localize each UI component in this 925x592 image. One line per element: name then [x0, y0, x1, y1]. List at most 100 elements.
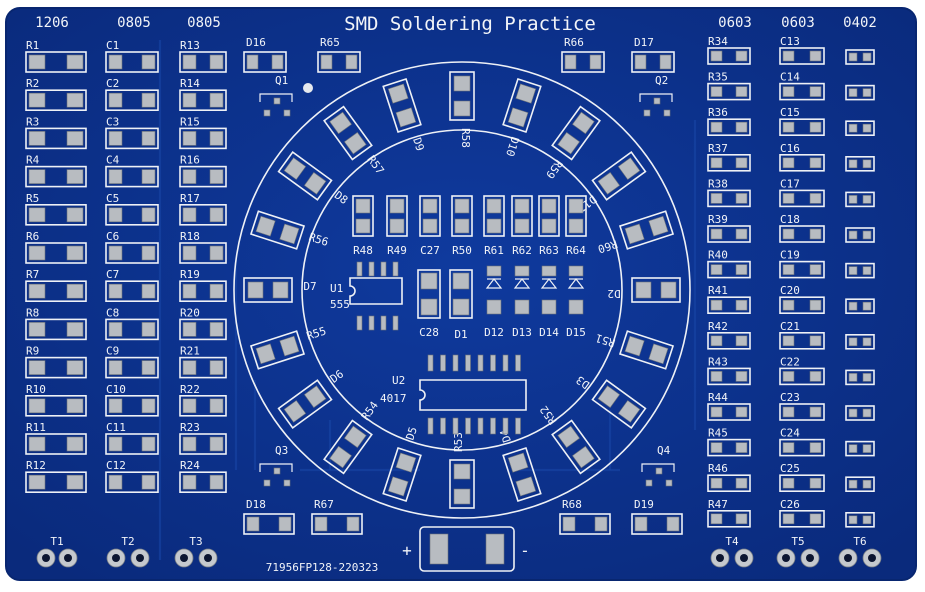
- ref-c12: C12: [106, 459, 126, 472]
- footprint-r66-outline: [561, 51, 605, 73]
- footprint-r18: [179, 242, 227, 264]
- footprint-r34: [707, 47, 751, 65]
- ic-u1-pin: [356, 261, 363, 277]
- ref-c8: C8: [106, 306, 119, 319]
- ring-part-d6: [277, 379, 333, 429]
- ring-part-outline: [277, 151, 333, 201]
- footprint-r15-pad-1: [182, 131, 197, 146]
- ring-part-pad-2: [507, 452, 529, 473]
- ring-part-r60: [618, 210, 675, 250]
- ref-c23: C23: [780, 391, 800, 404]
- footprint-0402-11-outline: [845, 405, 875, 421]
- footprint-r43-outline: [707, 367, 751, 386]
- ref-d13: D13: [512, 326, 532, 339]
- footprint-c25-pad-2: [809, 477, 822, 489]
- ic-u2-pin: [427, 417, 434, 435]
- footprint-c19-outline: [779, 260, 825, 279]
- ref-r35: R35: [708, 71, 728, 84]
- ic-u1-pin: [380, 261, 387, 277]
- footprint-r16-outline: [179, 165, 227, 188]
- footprint-c24: [779, 438, 825, 457]
- ring-part-outline: [449, 71, 475, 121]
- footprint-r39: [707, 225, 751, 243]
- footprint-0402-1: [845, 49, 875, 65]
- footprint-0402-10-pad-1: [848, 373, 858, 382]
- footprint-r45: [707, 438, 751, 457]
- footprint-c5-pad-1: [108, 207, 123, 223]
- footprint-r22-pad-1: [182, 398, 197, 414]
- footprint-c3-outline: [105, 127, 159, 150]
- ring-part-outline: [591, 151, 647, 201]
- board-serial: 71956FP128-220323: [266, 561, 379, 574]
- footprint-r46-pad-1: [710, 477, 723, 489]
- ref-r10: R10: [26, 383, 46, 396]
- ref-c15: C15: [780, 106, 800, 119]
- ref-r16: R16: [180, 154, 200, 167]
- footprint-r47-pad-2: [735, 513, 748, 525]
- footprint-c6-pad-2: [141, 245, 156, 261]
- footprint-r38: [707, 189, 751, 208]
- q-pad: [283, 479, 291, 487]
- ref-r20: R20: [180, 306, 200, 319]
- footprint-r24: [179, 471, 227, 494]
- diode-pad: [514, 265, 530, 277]
- footprint-c26-pad-2: [809, 513, 822, 525]
- footprint-r49: [386, 195, 408, 237]
- footprint-c16-pad-1: [782, 157, 795, 169]
- footprint-r1-pad-1: [28, 54, 46, 70]
- column-header: 0805: [187, 15, 221, 31]
- footprint-d19-pad-1: [634, 516, 648, 532]
- footprint-0402-12: [845, 440, 875, 457]
- q-pad: [263, 479, 271, 487]
- footprint-r20: [179, 318, 227, 341]
- ring-part-pad-1: [572, 445, 595, 469]
- footprint-r64-pad-1: [568, 198, 584, 214]
- q-outline: [259, 463, 293, 472]
- footprint-r66: [561, 51, 605, 73]
- ref-r21: R21: [180, 345, 200, 358]
- ref-r36: R36: [708, 106, 728, 119]
- footprint-r48-pad-1: [355, 198, 371, 214]
- footprint-d16-pad-2: [271, 54, 284, 70]
- footprint-c20: [779, 296, 825, 315]
- footprint-r47: [707, 509, 751, 528]
- footprint-0402-8-outline: [845, 298, 875, 315]
- footprint-d19: [631, 513, 683, 535]
- fiducial-dot: [303, 83, 313, 93]
- footprint-c8-pad-2: [141, 322, 156, 337]
- footprint-r48-pad-2: [355, 218, 371, 234]
- footprint-0402-2: [845, 84, 875, 101]
- footprint-c21-pad-2: [809, 335, 822, 347]
- footprint-r44-pad-1: [710, 406, 723, 418]
- footprint-c13: [779, 47, 825, 65]
- ring-part-outline: [277, 379, 333, 429]
- ref-c5: C5: [106, 192, 119, 205]
- ref-r38: R38: [708, 177, 728, 190]
- th-t1-b-hole: [64, 554, 72, 562]
- ref-r48: R48: [353, 244, 373, 257]
- footprint-c15-pad-2: [809, 121, 822, 133]
- footprint-c6-pad-1: [108, 245, 123, 261]
- ring-part-d5: [382, 446, 422, 503]
- ring-part-pad-1: [387, 83, 409, 104]
- battery-minus-sign: -: [520, 541, 530, 560]
- footprint-r10-pad-1: [28, 398, 46, 414]
- ring-part-outline: [323, 105, 373, 161]
- footprint-r5-pad-1: [28, 207, 46, 223]
- footprint-r11-pad-2: [66, 436, 84, 452]
- footprint-r63: [538, 195, 560, 237]
- ring-label-d9: D9: [410, 136, 426, 153]
- footprint-0402-10-pad-2: [862, 373, 872, 382]
- ring-label-r60: R60: [596, 237, 619, 256]
- ref-r62: R62: [512, 244, 532, 257]
- footprint-c7: [105, 280, 159, 303]
- footprint-0402-11-pad-2: [862, 408, 872, 418]
- footprint-r66-pad-2: [589, 54, 602, 70]
- ic-u2-pin: [440, 417, 446, 435]
- ic-u2-pin: [427, 354, 434, 372]
- ic-u2-outline: [419, 379, 527, 411]
- ref-c26: C26: [780, 498, 800, 511]
- footprint-r42-pad-2: [735, 335, 748, 347]
- footprint-c25: [779, 474, 825, 493]
- footprint-c14-outline: [779, 82, 825, 101]
